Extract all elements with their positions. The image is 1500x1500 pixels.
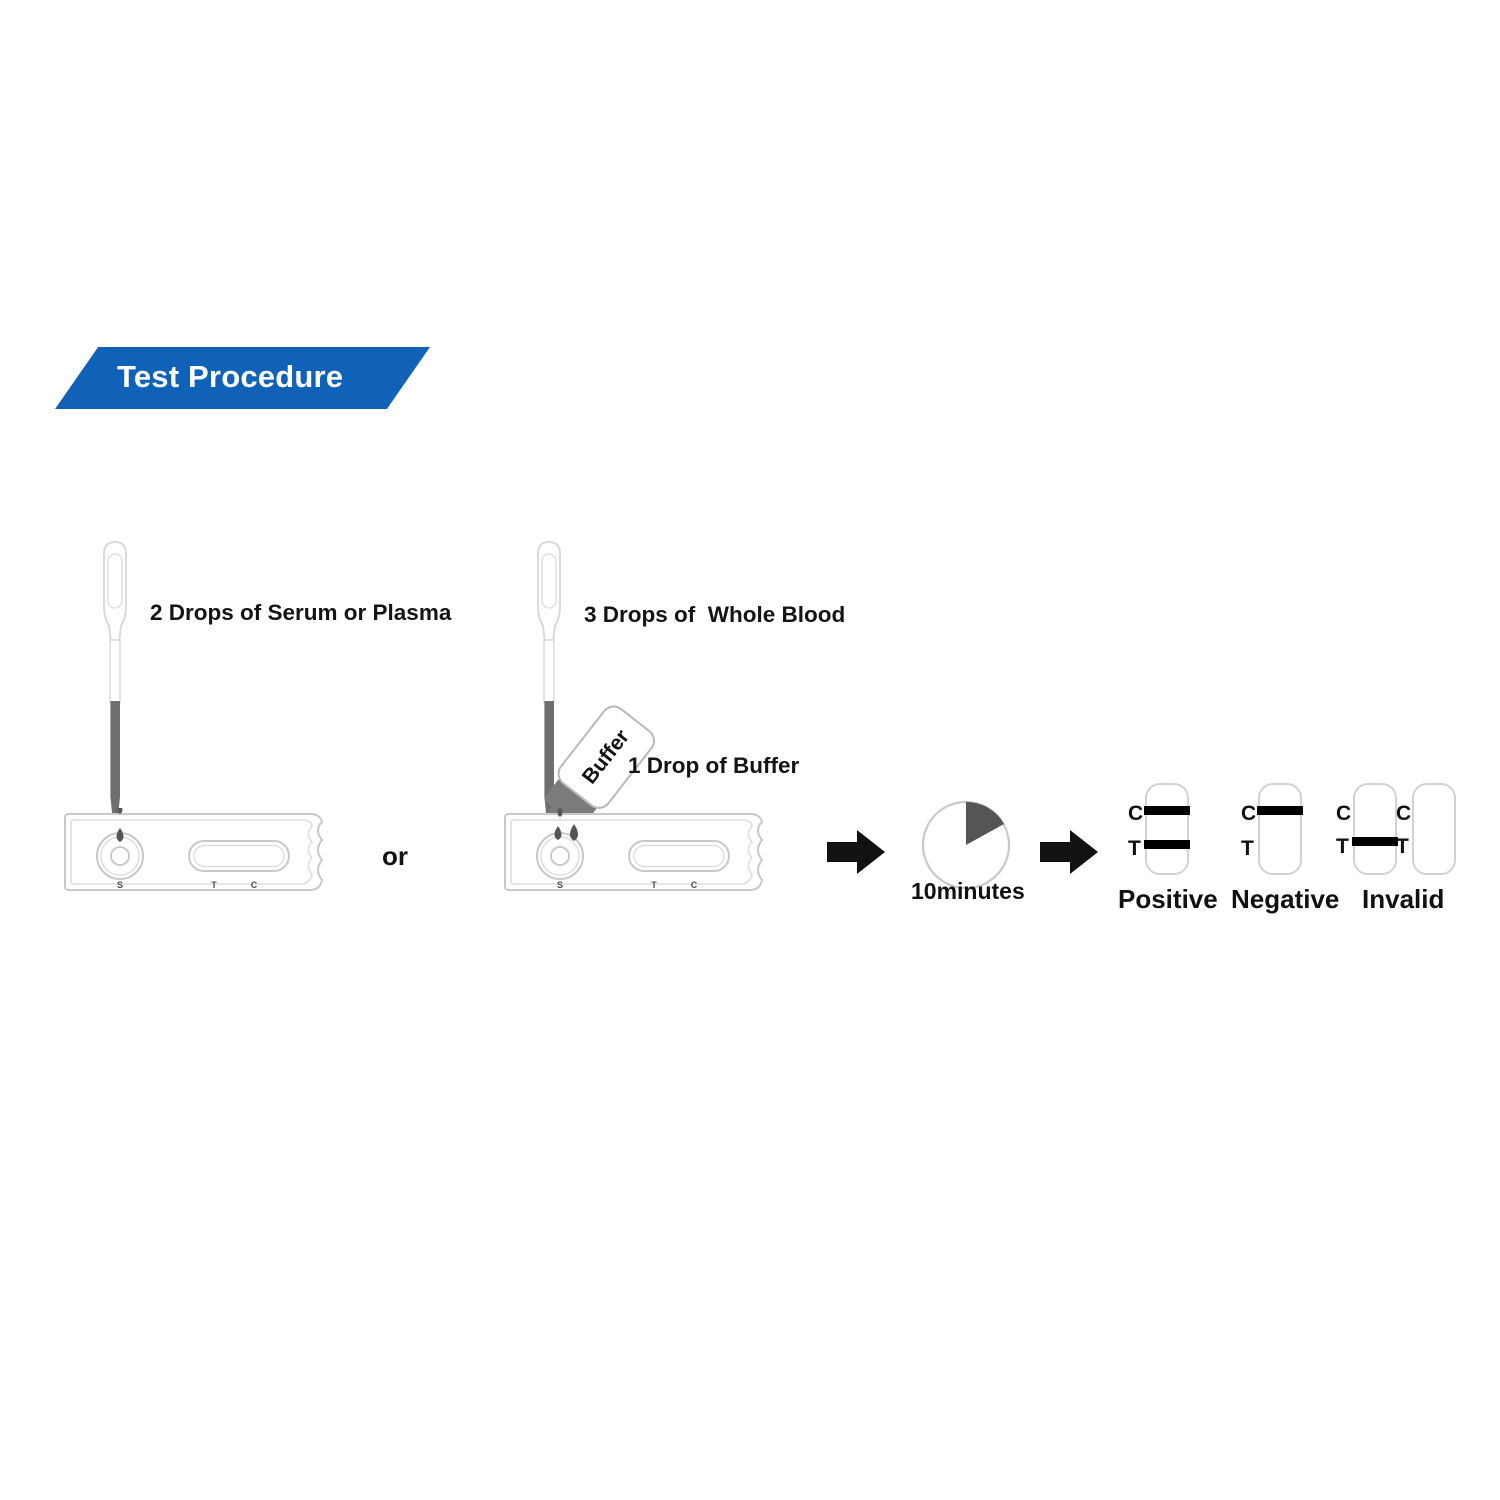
result-strip-positive	[1145, 783, 1189, 875]
svg-text:T: T	[651, 880, 657, 890]
result-strip-invalid-left	[1353, 783, 1397, 875]
arrow-right-icon-2	[1040, 830, 1098, 874]
svg-text:S: S	[117, 880, 123, 890]
result-label-positive: Positive	[1118, 884, 1218, 914]
section-banner: Test Procedure	[55, 347, 430, 409]
result-label-invalid: Invalid	[1362, 884, 1445, 914]
timer-label: 10minutes	[911, 878, 1025, 904]
arrow-right-icon-1	[827, 830, 885, 874]
test-letter: T	[1128, 837, 1141, 860]
pipette-icon	[537, 540, 561, 834]
pipette-icon	[103, 540, 127, 834]
svg-text:C: C	[251, 880, 258, 890]
step-1-caption: 2 Drops of Serum or Plasma	[150, 600, 452, 625]
test-letter-left: T	[1336, 835, 1349, 858]
result-label-negative: Negative	[1231, 884, 1340, 914]
control-band	[1144, 806, 1190, 815]
svg-text:T: T	[211, 880, 217, 890]
svg-text:C: C	[691, 880, 698, 890]
control-letter: C	[1241, 802, 1257, 825]
page-title: Test Procedure	[117, 359, 344, 394]
test-letter: T	[1241, 837, 1254, 860]
test-band	[1144, 840, 1190, 849]
test-band	[1352, 837, 1398, 846]
test-cassette-2: S T C	[504, 808, 764, 891]
control-letter-left: C	[1336, 802, 1352, 825]
test-letter-right: T	[1396, 835, 1409, 858]
control-letter: C	[1128, 802, 1144, 825]
or-connector-label: or	[382, 841, 408, 871]
test-cassette-1: S T C	[64, 808, 324, 891]
buffer-caption: 1 Drop of Buffer	[628, 753, 800, 778]
result-strip-negative	[1258, 783, 1302, 875]
clock-timer-icon	[921, 800, 1011, 890]
step-2-caption: 3 Drops of Whole Blood	[584, 602, 846, 627]
svg-text:S: S	[557, 880, 563, 890]
result-strip-invalid-right	[1412, 783, 1456, 875]
banner-parallelogram	[55, 347, 430, 409]
control-band	[1257, 806, 1303, 815]
control-letter-right: C	[1396, 802, 1412, 825]
